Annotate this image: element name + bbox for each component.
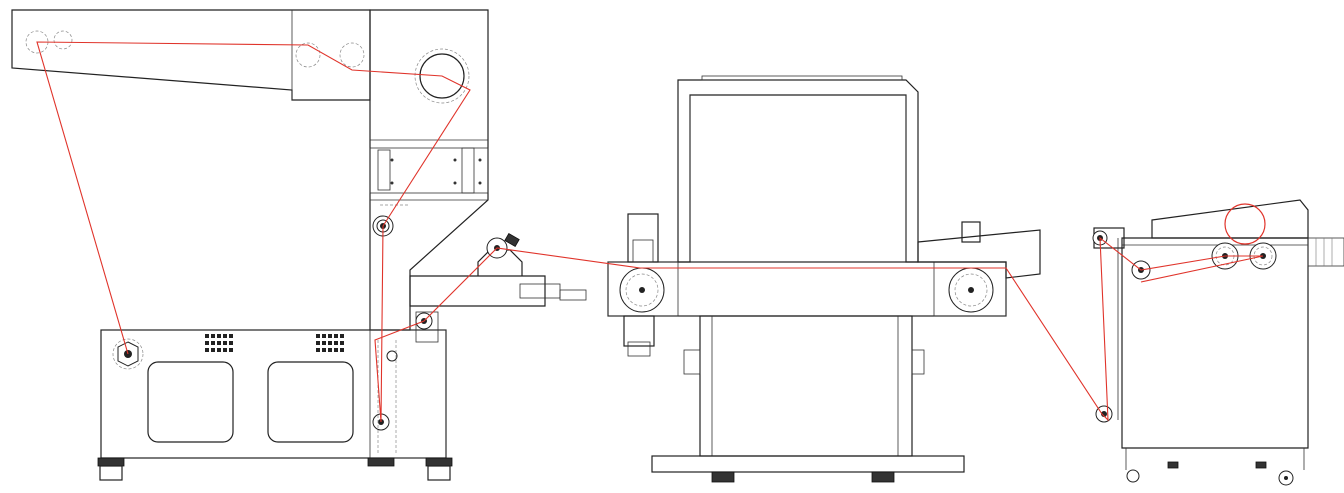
process-machine	[607, 75, 1041, 483]
base-cabinet	[100, 329, 447, 459]
process-tunnel	[607, 261, 1007, 317]
web-path	[36, 41, 1264, 423]
side-arm	[409, 275, 546, 307]
caster-wheel-icon	[1126, 461, 1294, 486]
main-housing	[677, 79, 919, 263]
base-plate	[651, 455, 965, 473]
control-panel-buttons	[205, 334, 344, 352]
gear-roller-icon	[619, 267, 665, 313]
upper-boom	[11, 9, 371, 101]
lower-stand	[699, 315, 913, 457]
unwind-machine	[11, 9, 587, 481]
right-feed-unit	[917, 229, 1041, 279]
leveling-feet	[97, 457, 453, 481]
gear-roller-icon	[948, 267, 994, 313]
top-cover	[1151, 199, 1309, 239]
rewind-machine	[1092, 199, 1344, 486]
outfeed-conveyor	[1307, 237, 1344, 267]
detail-highlight-circle	[1224, 203, 1266, 245]
